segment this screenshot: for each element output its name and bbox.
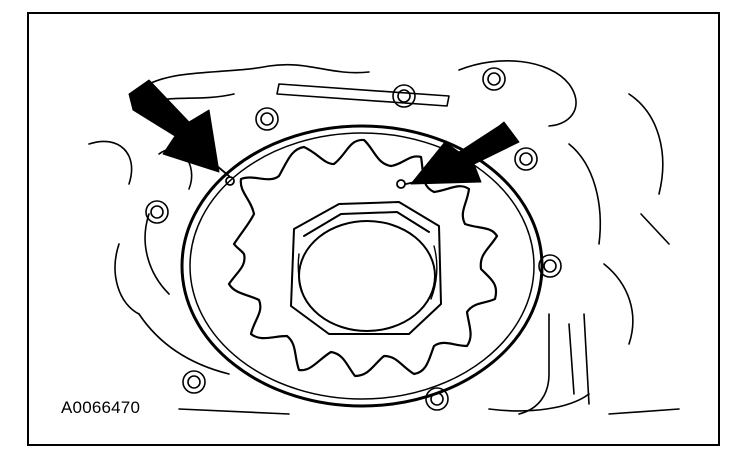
pump-body-ring [180, 124, 544, 408]
bolt-hole [145, 200, 169, 224]
alignment-dot [396, 179, 406, 189]
bolt-hole [514, 147, 538, 171]
bolt-hole [482, 67, 506, 91]
alignment-dot [225, 176, 235, 186]
bolt-hole [392, 84, 416, 108]
bolt-hole [255, 107, 279, 131]
figure-id-label: A0066470 [61, 398, 141, 417]
housing-background-lines [88, 60, 680, 415]
figure-frame: A0066470 [27, 12, 720, 446]
oil-pump-illustration [88, 60, 680, 415]
arrow-pointer-icon [410, 121, 520, 185]
bolt-hole [538, 254, 562, 278]
bolt-hole [182, 370, 206, 394]
gear-hub [290, 201, 442, 335]
arrow-pointer-icon [128, 79, 220, 173]
bolt-holes [145, 67, 562, 411]
alignment-marks [225, 176, 406, 189]
